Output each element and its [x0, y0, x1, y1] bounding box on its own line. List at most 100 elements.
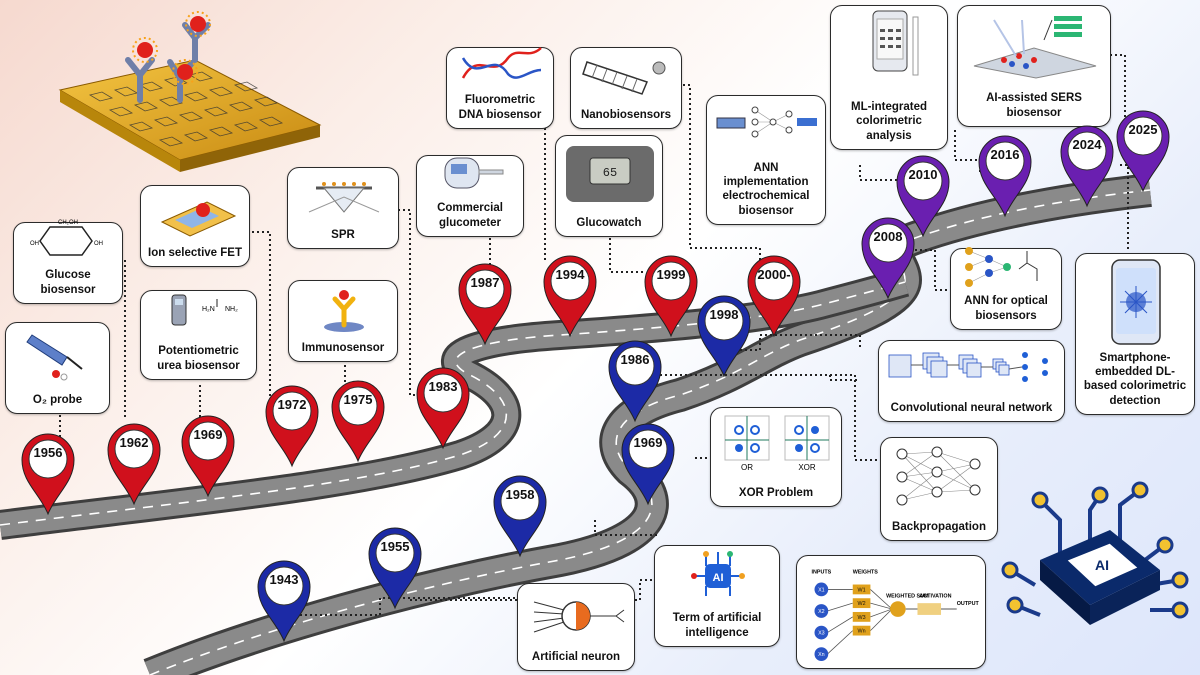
pin-biosensor-1994: 1994	[540, 250, 600, 338]
card-term-ai: AI Term of artificial intelligence	[654, 545, 780, 647]
pin-ai-1969: 1969	[618, 418, 678, 506]
svg-text:CH₂OH: CH₂OH	[58, 220, 78, 226]
ann-electrochem-icon	[713, 100, 819, 161]
label-potentiometric-urea: Potentiometric urea biosensor	[157, 345, 240, 372]
pin-year-label: 2000-	[757, 267, 791, 282]
label-commercial-glucometer: Commercial glucometer	[437, 202, 503, 229]
lower-road	[143, 173, 1152, 675]
pin-ai-1958: 1958	[490, 470, 550, 558]
svg-text:OH: OH	[30, 241, 39, 247]
card-cnn: Convolutional neural network	[878, 340, 1065, 422]
nanotube-icon	[577, 52, 675, 108]
label-o2-probe: O₂ probe	[32, 393, 83, 406]
smartphone-colorimetric-icon	[837, 7, 941, 100]
card-xor-problem: OR XOR XOR Problem	[710, 407, 842, 507]
pin-ai-1998: 1998	[694, 290, 754, 378]
pin-ai-1955: 1955	[365, 522, 425, 610]
sers-icon	[964, 10, 1104, 91]
label-backpropagation: Backpropagation	[892, 520, 986, 533]
perceptron-x1: X1	[818, 587, 825, 593]
pin-ai-1943: 1943	[254, 555, 314, 643]
pin-biosensor-1987: 1987	[455, 258, 515, 346]
pin-year-label: 2024	[1072, 137, 1102, 152]
pin-biosensor-1962: 1962	[104, 418, 164, 506]
card-glucowatch: 65 Glucowatch	[555, 135, 663, 237]
label-ai-sers: AI-assisted SERS biosensor	[986, 92, 1082, 119]
glucowatch-icon: 65	[562, 140, 656, 216]
graphene-sensor-illustration	[58, 11, 322, 172]
perceptron-activation-label: ACTIVATION	[919, 593, 951, 599]
perceptron-inputs-label: INPUTS	[812, 570, 832, 576]
label-artificial-neuron: Artificial neuron	[531, 650, 621, 663]
dna-helix-icon	[453, 40, 547, 93]
card-nanobiosensors: Nanobiosensors	[570, 47, 682, 129]
perceptron-weights-label: WEIGHTS	[853, 570, 878, 576]
pin-year-label: 1987	[470, 275, 500, 290]
card-immunosensor: Immunosensor	[288, 280, 398, 362]
o2-probe-icon	[12, 327, 103, 393]
label-spr: SPR	[331, 228, 355, 241]
label-glucose-biosensor: Glucose biosensor	[40, 269, 96, 296]
perceptron-xn: Xn	[818, 652, 825, 658]
card-o2-probe: O₂ probe	[5, 322, 110, 414]
pin-integration-2010: 2010	[893, 150, 953, 238]
xor-diagram: OR XOR	[717, 412, 835, 486]
label-term-ai: Term of artificial intelligence	[672, 612, 762, 639]
pin-year-label: 1994	[555, 267, 585, 282]
ai-chip-label: AI	[1095, 557, 1109, 573]
label-nanobiosensors: Nanobiosensors	[580, 108, 672, 121]
pin-year-label: 1956	[33, 445, 63, 460]
pin-integration-2025: 2025	[1113, 105, 1173, 193]
pin-biosensor-2000-: 2000-	[744, 250, 804, 338]
card-perceptron: INPUTS WEIGHTS WEIGHTED SUM ACTIVATION O…	[796, 555, 986, 669]
svg-text:H₂N: H₂N	[202, 306, 215, 313]
card-potentiometric-urea: H₂N NH₂ Potentiometric urea biosensor	[140, 290, 257, 380]
pin-biosensor-1956: 1956	[18, 428, 78, 516]
label-immunosensor: Immunosensor	[301, 341, 385, 354]
label-xor-problem: XOR Problem	[738, 486, 814, 499]
ai-brain-icon: AI	[661, 546, 773, 611]
card-commercial-glucometer: Commercial glucometer	[416, 155, 524, 237]
label-fluorometric-dna: Fluorometric DNA biosensor	[458, 94, 542, 121]
smartphone-dl-icon	[1082, 258, 1188, 351]
pin-biosensor-1983: 1983	[413, 362, 473, 450]
label-ion-selective-fet: Ion selective FET	[148, 246, 242, 259]
xor-xor-label: XOR	[798, 463, 816, 472]
pin-year-label: 1958	[505, 487, 535, 502]
perceptron-weighted-label: WEIGHTED SUM	[886, 593, 929, 599]
pin-year-label: 1969	[633, 435, 663, 450]
pin-year-label: 1998	[709, 307, 739, 322]
pin-biosensor-1972: 1972	[262, 380, 322, 468]
perceptron-output-label: OUTPUT	[957, 601, 980, 607]
perceptron-w2: W2	[858, 601, 866, 607]
perceptron-w1: W1	[858, 587, 866, 593]
pin-year-label: 1969	[193, 427, 223, 442]
pin-year-label: 1962	[119, 435, 149, 450]
pin-year-label: 2025	[1128, 122, 1158, 137]
isfet-icon	[147, 190, 243, 246]
immunosensor-icon	[295, 285, 391, 341]
label-glucowatch: Glucowatch	[576, 216, 642, 229]
neuron-icon	[524, 588, 628, 650]
ai-badge-text: AI	[713, 572, 724, 584]
pin-year-label: 1975	[343, 392, 373, 407]
pin-year-label: 2010	[908, 167, 938, 182]
pin-ai-1986: 1986	[605, 335, 665, 423]
label-ann-electrochemical: ANN implementation electrochemical biose…	[722, 161, 810, 217]
card-spr: SPR	[287, 167, 399, 249]
label-ann-optical: ANN for optical biosensors	[964, 295, 1048, 322]
perceptron-wn: Wn	[858, 629, 866, 635]
ai-chip-illustration: AI	[1001, 481, 1189, 625]
pin-year-label: 2016	[990, 147, 1020, 162]
cnn-diagram	[885, 345, 1058, 401]
label-ml-colorimetric: ML-integrated colorimetric analysis	[850, 100, 928, 142]
card-ann-optical: ANN for optical biosensors	[950, 247, 1062, 330]
svg-text:NH₂: NH₂	[225, 306, 238, 313]
pin-biosensor-1999: 1999	[641, 250, 701, 338]
label-cnn: Convolutional neural network	[890, 401, 1053, 414]
card-ml-colorimetric: ML-integrated colorimetric analysis	[830, 5, 948, 150]
pin-year-label: 1972	[277, 397, 307, 412]
